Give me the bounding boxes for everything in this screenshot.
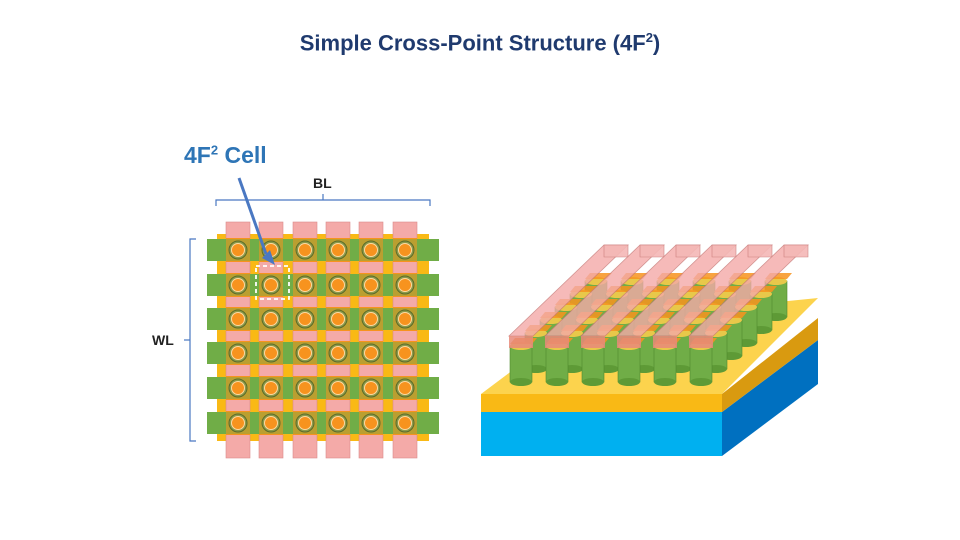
cell-via <box>331 312 345 326</box>
bitline-3d-end <box>603 244 629 258</box>
cell-via <box>331 381 345 395</box>
cell-via <box>298 243 312 257</box>
cell-via <box>298 312 312 326</box>
pillar <box>581 345 605 383</box>
pillar <box>689 345 713 383</box>
pillar <box>653 345 677 383</box>
wl-bracket <box>184 238 196 442</box>
cell-via <box>231 278 245 292</box>
pillar-base <box>690 378 712 386</box>
cell-via <box>231 381 245 395</box>
pillar-base <box>618 378 640 386</box>
cell-via <box>398 278 412 292</box>
pillar-base <box>582 378 604 386</box>
cell-via <box>264 381 278 395</box>
cell-via <box>264 416 278 430</box>
bitline-3d-front <box>545 336 569 348</box>
cell-via <box>231 312 245 326</box>
cell-via <box>231 243 245 257</box>
bitline-3d-end <box>783 244 809 258</box>
yellow-layer-front <box>481 394 722 412</box>
cell-via <box>264 312 278 326</box>
cell-via <box>364 312 378 326</box>
cell-via <box>364 346 378 360</box>
pillar <box>545 345 569 383</box>
bl-bracket <box>215 194 431 206</box>
bitline-3d-end <box>675 244 701 258</box>
cell-via <box>298 416 312 430</box>
cell-via <box>331 278 345 292</box>
bitline-3d-front <box>509 336 533 348</box>
cell-via <box>331 243 345 257</box>
pillar <box>509 345 533 383</box>
cell-via <box>231 416 245 430</box>
cell-via <box>364 278 378 292</box>
pillar <box>617 345 641 383</box>
bitline-3d-front <box>689 336 713 348</box>
cell-via <box>264 346 278 360</box>
cell-label: 4F2 Cell <box>184 142 267 168</box>
cell-via <box>398 346 412 360</box>
substrate-front <box>481 412 722 456</box>
bitline-3d-front <box>581 336 605 348</box>
cell-pointer-arrow <box>237 177 275 265</box>
cell-via <box>398 243 412 257</box>
wordline-label: WL <box>152 332 174 348</box>
bitline-3d-end <box>747 244 773 258</box>
pillar-base <box>654 378 676 386</box>
top-view <box>207 221 439 459</box>
cell-via <box>231 346 245 360</box>
bitline-3d-front <box>617 336 641 348</box>
cell-via <box>298 278 312 292</box>
cell-via <box>331 416 345 430</box>
bitline-label: BL <box>313 175 332 191</box>
cell-via <box>364 381 378 395</box>
perspective-view <box>481 244 818 456</box>
slide-title: Simple Cross-Point Structure (4F2) <box>299 30 661 56</box>
yellow-layer-side <box>722 318 818 412</box>
bitline-3d-end <box>711 244 737 258</box>
cell-via <box>298 346 312 360</box>
substrate-side <box>722 340 818 456</box>
bitline-3d-front <box>653 336 677 348</box>
cell-via <box>398 312 412 326</box>
unit-cell-outline <box>255 265 290 300</box>
cell-via <box>364 416 378 430</box>
bitline-3d-end <box>639 244 665 258</box>
cell-via <box>398 416 412 430</box>
cell-via <box>264 278 278 292</box>
pillar-base <box>546 378 568 386</box>
cell-via <box>398 381 412 395</box>
cell-via <box>298 381 312 395</box>
cell-via <box>364 243 378 257</box>
pillar-base <box>510 378 532 386</box>
cell-via <box>331 346 345 360</box>
